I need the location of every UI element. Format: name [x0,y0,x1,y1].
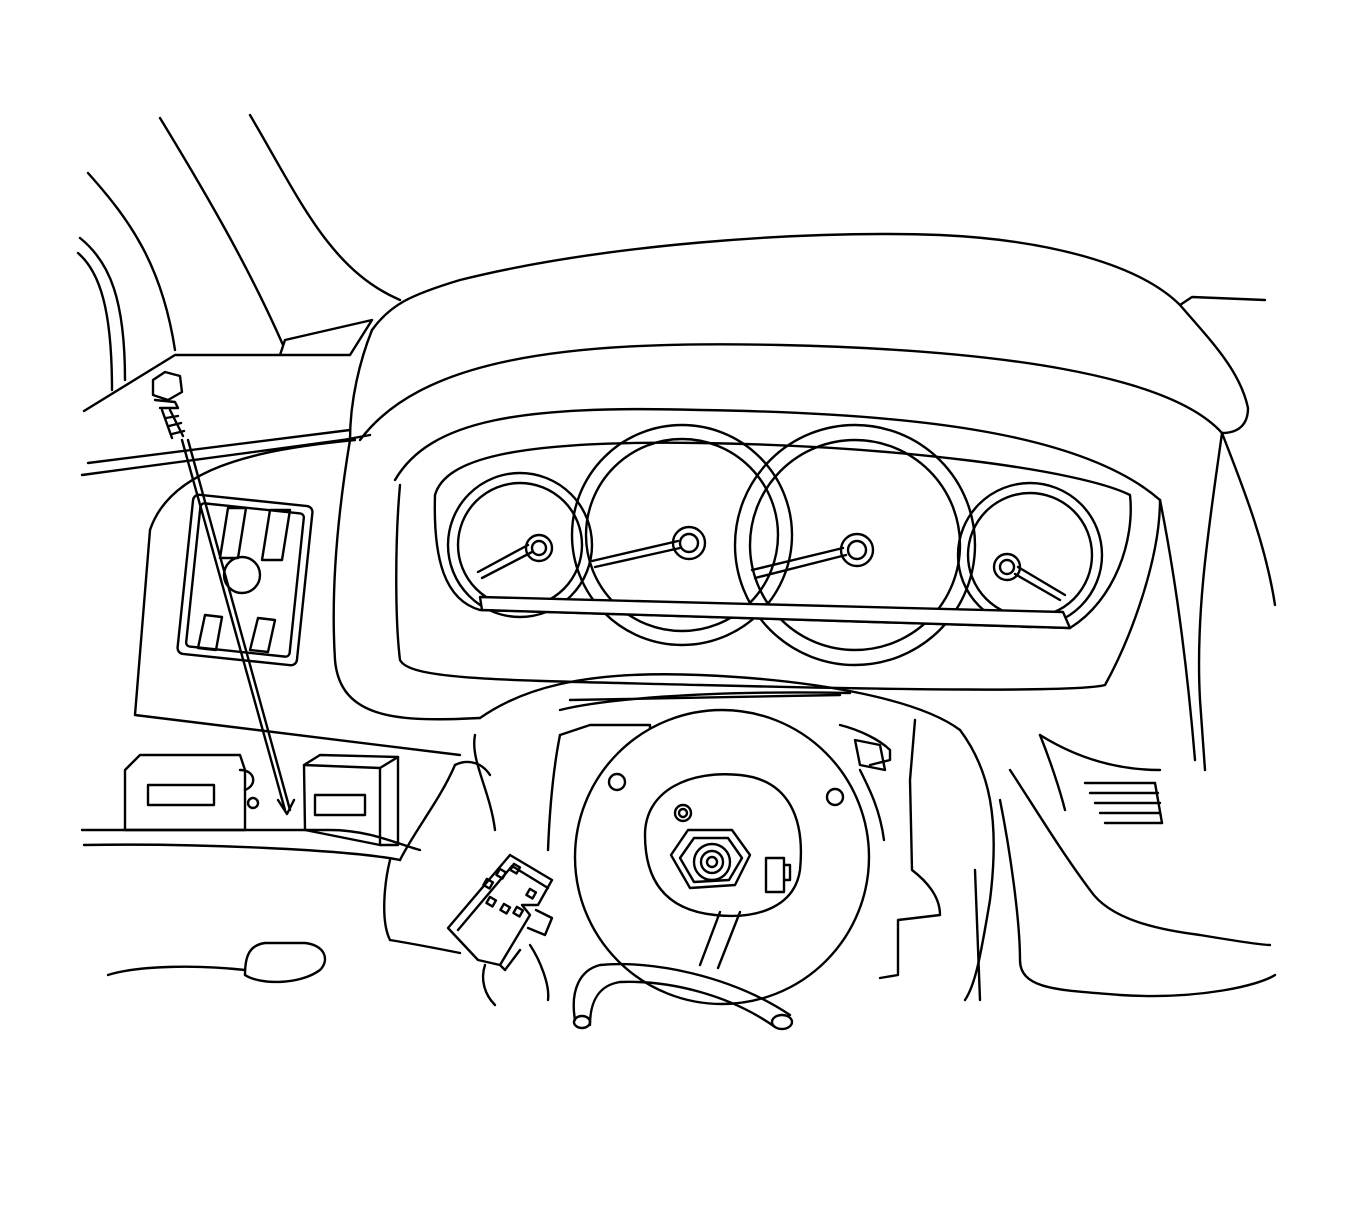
cluster-bezel [332,431,1224,772]
instrument-cluster [433,441,1132,630]
right-panel [973,733,1277,1002]
steering-column-shroud [398,673,995,1002]
fuel-gauge [733,423,977,667]
knee-bolster [106,938,462,984]
fastener-bolt [151,370,296,816]
temperature-gauge [956,481,1104,629]
dash-top [80,318,374,477]
coil-wire [572,910,794,1031]
tachometer-gauge [446,471,594,619]
cluster-lens-bottom [478,595,1072,630]
lower-left-panel [80,753,422,942]
headlamp-switch [133,438,462,757]
air-vent [1083,781,1164,825]
inflatable-restraint-coil [573,708,871,1006]
instrument-panel-hood [348,232,1277,607]
speedometer-gauge [570,423,794,647]
electrical-connector [446,853,554,1007]
windshield-pillar [76,113,402,392]
